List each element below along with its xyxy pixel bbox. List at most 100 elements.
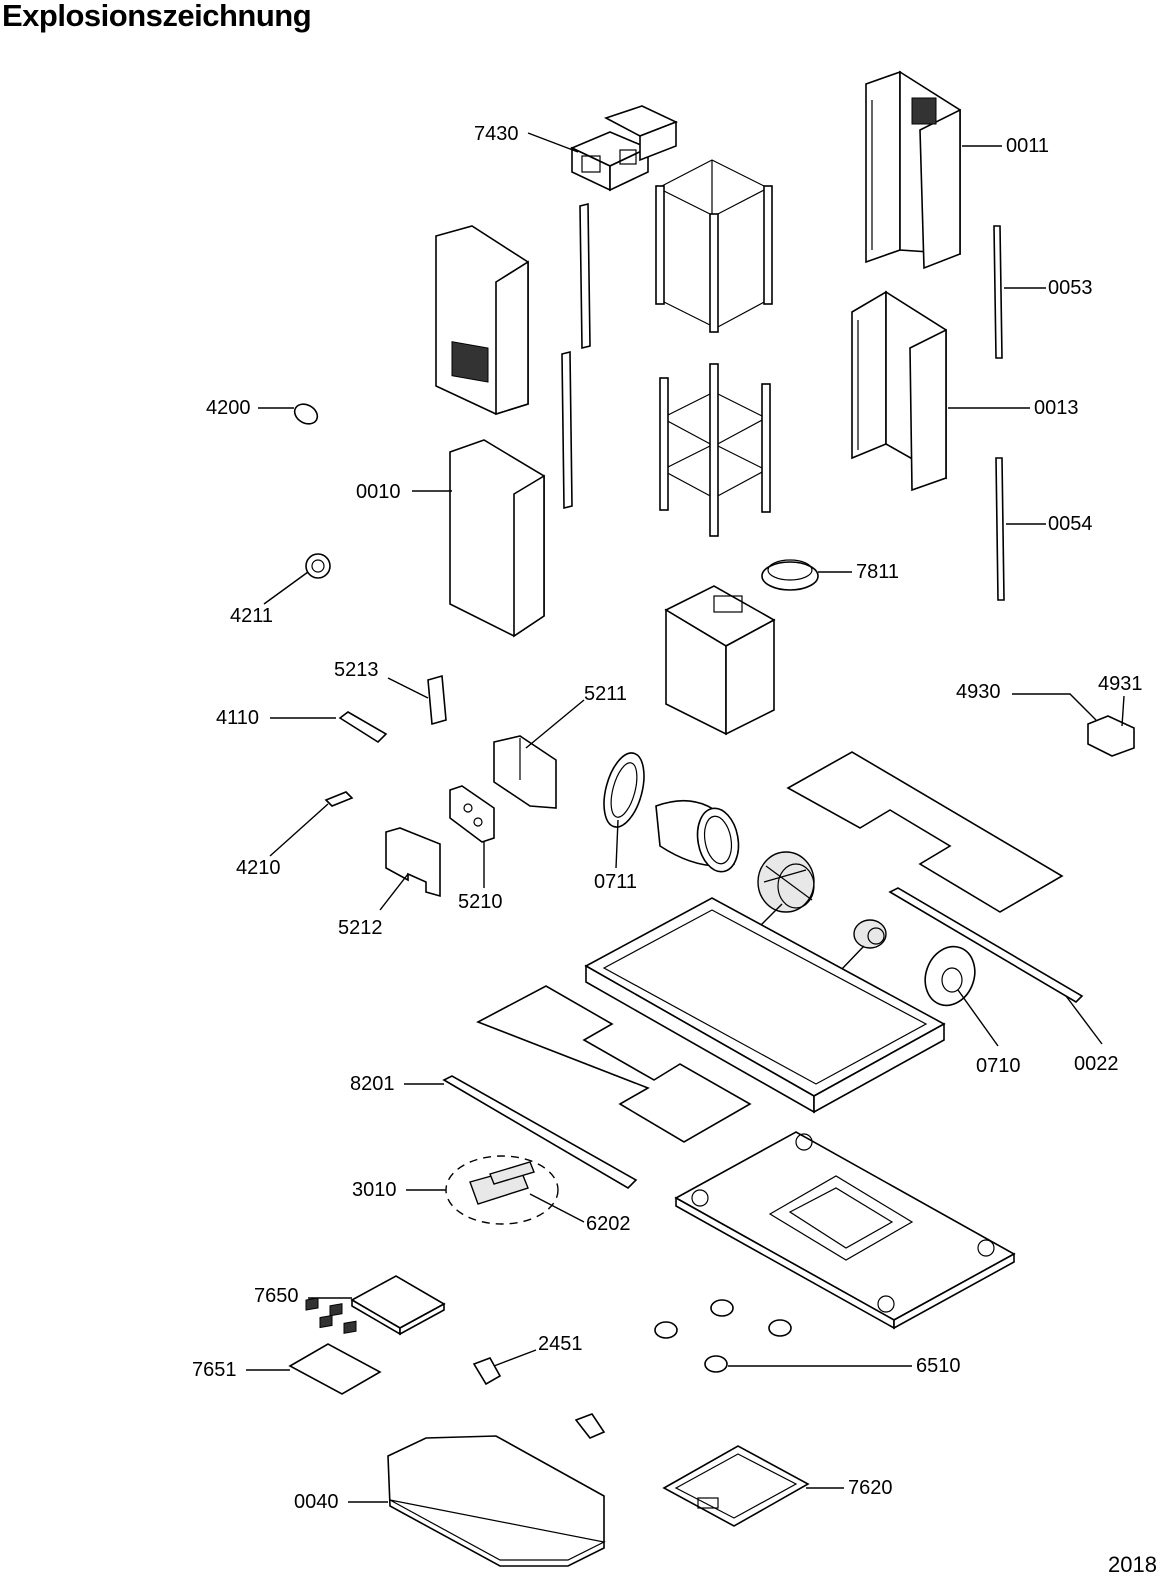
part-0710-fan-plate [924,945,976,1007]
part-7620-panel [662,1445,810,1527]
svg-text:7651: 7651 [192,1359,237,1381]
label-0711: 0711 [594,819,637,893]
part-rail-upper [579,202,591,350]
svg-text:7430: 7430 [474,123,519,145]
svg-text:6202: 6202 [586,1213,631,1235]
page-number: 2018 [1108,1552,1157,1577]
label-0710: 0710 [957,989,1021,1077]
label-7650: 7650 [254,1285,352,1307]
svg-text:4931: 4931 [1098,673,1143,695]
label-8201: 8201 [350,1073,444,1095]
svg-text:0711: 0711 [594,871,637,893]
part-2451-clip [472,1357,502,1386]
svg-text:7620: 7620 [848,1477,893,1499]
svg-text:4210: 4210 [236,857,281,879]
svg-text:0054: 0054 [1048,513,1093,535]
part-3010-6202-group [445,1155,559,1225]
part-7271-impeller [757,851,815,913]
label-4211: 4211 [230,571,309,627]
label-4931: 4931 [1098,673,1143,727]
svg-text:2451: 2451 [538,1333,583,1355]
svg-text:0040: 0040 [294,1491,339,1513]
svg-text:0053: 0053 [1048,277,1093,299]
svg-text:5212: 5212 [338,917,383,939]
part-4110-holder [338,711,388,744]
svg-text:0011: 0011 [1006,135,1049,157]
part-filter-panel-lower [476,985,752,1143]
label-6510: 6510 [728,1355,961,1377]
svg-text:4200: 4200 [206,397,251,419]
part-0013-lower-chimney-back [851,290,947,492]
part-5212-plate [385,827,441,898]
part-0010-chimney-front [435,225,545,638]
part-7651-filter-frame [288,1297,382,1395]
svg-text:4930: 4930 [956,681,1001,703]
label-0011: 0011 [962,135,1049,157]
label-6202: 6202 [529,1193,631,1235]
label-4930: 4930 [956,681,1097,721]
part-7811-ring [761,559,819,591]
part-small-clip [574,1413,606,1439]
svg-text:0013: 0013 [1034,397,1079,419]
svg-text:5210: 5210 [458,891,503,913]
part-8201-strip [442,1075,638,1190]
part-lower-frame [659,363,771,537]
part-7650-filter [350,1275,446,1336]
svg-text:4110: 4110 [216,707,259,729]
label-7651: 7651 [192,1359,290,1381]
svg-text:4211: 4211 [230,605,273,627]
label-2451: 2451 [493,1333,583,1367]
part-5213-switch [427,674,447,726]
label-0040: 0040 [294,1491,388,1513]
part-7430-damper [570,105,679,192]
svg-text:3010: 3010 [352,1179,397,1201]
label-4210: 4210 [236,803,329,879]
label-0013: 0013 [948,397,1079,419]
part-filter-panel-upper [786,751,1064,913]
label-0022: 0022 [1065,995,1119,1075]
part-fan-housing [655,799,740,873]
label-4200: 4200 [206,397,294,419]
label-0010: 0010 [356,481,452,503]
svg-text:0010: 0010 [356,481,401,503]
label-5210: 5210 [458,842,503,913]
svg-text:7650: 7650 [254,1285,299,1307]
svg-text:6510: 6510 [916,1355,961,1377]
part-5211-bracket [493,735,557,809]
svg-text:0710: 0710 [976,1055,1021,1077]
part-4211-ring [305,553,331,579]
svg-text:8201: 8201 [350,1073,395,1095]
part-4200-lamp [293,403,319,425]
part-4010-motor [853,919,887,949]
svg-text:7811: 7811 [856,561,899,583]
part-0054-strip [995,457,1005,601]
label-5211: 5211 [525,683,627,749]
part-4210-clip [324,791,354,807]
svg-text:5213: 5213 [334,659,379,681]
part-0711-fan-cover [603,752,645,828]
part-0040-cover [387,1435,606,1567]
label-0054: 0054 [1006,513,1093,535]
part-bottom-plate [674,1131,1016,1330]
svg-text:5211: 5211 [584,683,627,705]
label-5212: 5212 [338,873,409,939]
part-motor-housing [664,585,776,736]
label-7620: 7620 [806,1477,893,1499]
part-0053-strip [993,225,1003,359]
part-rail-lower [561,350,573,510]
label-3010: 3010 [352,1179,446,1201]
part-0022-strip [888,887,1084,1004]
part-4930-connector [1087,715,1135,757]
svg-text:0022: 0022 [1074,1053,1119,1075]
label-7430: 7430 [474,123,579,153]
part-0011-upper-chimney-back [865,70,961,270]
part-6510-feet [654,1299,792,1373]
part-upper-frame [655,159,773,333]
label-7811: 7811 [818,561,899,583]
label-4110: 4110 [216,707,336,729]
label-0053: 0053 [1004,277,1093,299]
part-5210-board [449,785,495,843]
label-5213: 5213 [334,659,429,699]
part-main-frame [584,897,946,1114]
